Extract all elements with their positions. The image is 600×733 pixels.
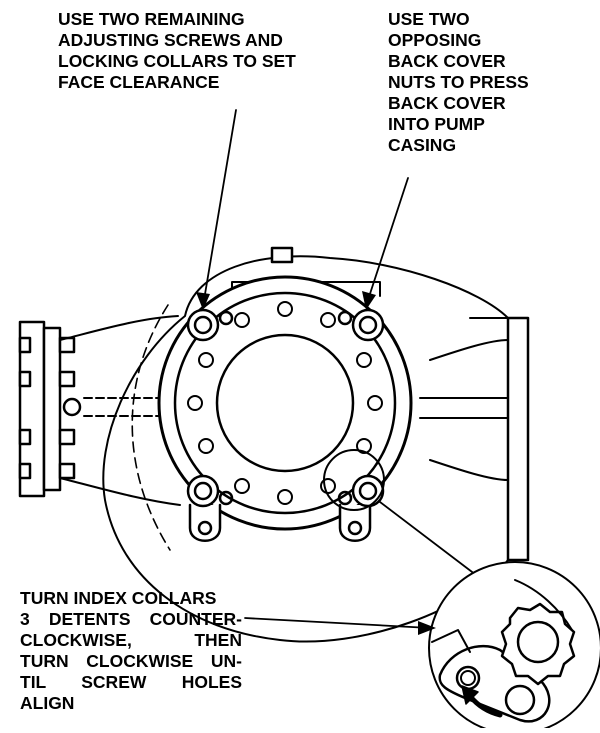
flange-bolt — [18, 428, 32, 446]
callout-line: BACK COVER — [388, 51, 506, 71]
callout-line: TURN CLOCKWISE UN- — [20, 651, 242, 671]
detail-leader — [379, 501, 481, 579]
flange-bolt — [18, 336, 32, 354]
callout-line: BACK COVER — [388, 93, 506, 113]
callout-back-cover: USE TWO OPPOSING BACK COVER NUTS TO PRES… — [388, 9, 588, 156]
drain-plug — [62, 397, 82, 417]
callout-face-clearance: USE TWO REMAINING ADJUSTING SCREWS AND L… — [58, 9, 358, 93]
callout-line: ALIGN — [20, 693, 75, 713]
callout-line: USE TWO REMAINING — [58, 9, 245, 29]
cover-bolt-holes — [187, 301, 383, 505]
callout-line: CLOCKWISE, THEN — [20, 630, 242, 650]
callout-line: ADJUSTING SCREWS AND — [58, 30, 283, 50]
volute-casing — [102, 255, 509, 643]
leader-back-cover — [365, 177, 409, 307]
back-cover — [157, 275, 413, 531]
callout-line: LOCKING COLLARS TO SET — [58, 51, 296, 71]
flange-bolt — [18, 462, 32, 480]
callout-line: NUTS TO PRESS — [388, 72, 529, 92]
discharge-flange — [506, 316, 530, 562]
bearing-bore — [215, 333, 355, 473]
callout-line: INTO PUMP — [388, 114, 485, 134]
hidden-outline — [131, 304, 171, 551]
callout-line: TURN INDEX COLLARS — [20, 588, 217, 608]
leader-face-clearance — [202, 109, 237, 307]
discharge-nozzle — [429, 317, 509, 481]
arrowhead-face-clearance — [196, 292, 210, 310]
vent-plug — [270, 246, 294, 264]
suction-nozzle — [59, 315, 181, 506]
callout-line: 3 DETENTS COUNTER- — [20, 609, 242, 629]
callout-index-collars: TURN INDEX COLLARS 3 DETENTS COUNTER- CL… — [20, 588, 242, 714]
callout-line: TIL SCREW HOLES — [20, 672, 242, 692]
flange-bolt — [58, 462, 76, 480]
flange-bolt — [18, 370, 32, 388]
flange-bolt — [58, 370, 76, 388]
suction-flange-face — [42, 326, 62, 492]
back-cover-inner — [173, 291, 397, 515]
arrowhead-back-cover — [362, 291, 376, 310]
callout-line: CASING — [388, 135, 457, 155]
detail-marker — [323, 449, 385, 511]
callout-line: OPPOSING — [388, 30, 482, 50]
callout-line: FACE CLEARANCE — [58, 72, 220, 92]
flange-bolt — [58, 428, 76, 446]
arrowhead-index-collars — [418, 621, 436, 635]
callout-line: USE TWO — [388, 9, 470, 29]
leader-index-collars — [244, 617, 431, 629]
flange-bolts — [18, 336, 76, 480]
rotation-arrowhead — [461, 685, 479, 705]
adjusting-screws — [186, 308, 385, 508]
